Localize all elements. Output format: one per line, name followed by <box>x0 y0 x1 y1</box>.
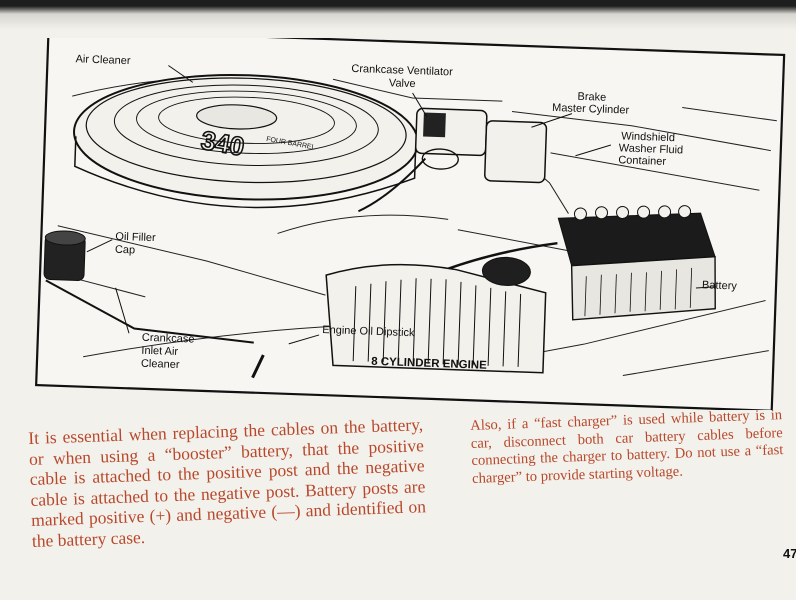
engine-line-drawing: 340 FOUR BARREL <box>35 38 786 410</box>
label-battery: Battery <box>702 279 738 292</box>
label-oil-filler-cap-line2: Cap <box>115 244 136 257</box>
label-engine-oil-dipstick: Engine Oil Dipstick <box>322 324 415 339</box>
page-number: 47 <box>783 546 796 561</box>
label-brake-master-cylinder-line2: Master Cylinder <box>552 102 630 117</box>
label-crankcase-ventilator-valve-line2: Valve <box>389 77 416 90</box>
figure-caption-8-cylinder-engine: 8 CYLINDER ENGINE <box>371 356 487 372</box>
label-washer-fluid-container-line2: Washer Fluid <box>619 142 684 156</box>
engine-compartment-illustration: 340 FOUR BARREL <box>28 38 790 410</box>
page-top-shadow <box>0 0 796 30</box>
callout-labels: Air Cleaner Crankcase Ventilator Valve B… <box>75 53 738 372</box>
engine-block-drawing <box>251 256 547 379</box>
battery-drawing <box>446 205 716 321</box>
label-washer-fluid-container-line3: Container <box>618 154 666 168</box>
label-brake-master-cylinder-line1: Brake <box>577 91 606 104</box>
callout-leader-lines <box>86 65 717 345</box>
fast-charger-instructions-paragraph: Also, if a “fast charger” is used while … <box>470 407 784 487</box>
label-crankcase-inlet-air-cleaner-line2: Inlet Air <box>141 345 178 358</box>
brake-master-cylinder-drawing <box>357 107 548 213</box>
battery-cable-instructions-paragraph: It is essential when replacing the cable… <box>28 414 427 551</box>
air-cleaner-drawing: 340 FOUR BARREL <box>73 74 419 209</box>
label-crankcase-ventilator-valve-line1: Crankcase Ventilator <box>351 63 453 79</box>
label-crankcase-inlet-air-cleaner-line3: Cleaner <box>141 358 180 371</box>
label-crankcase-inlet-air-cleaner-line1: Crankcase <box>142 332 195 346</box>
label-washer-fluid-container-line1: Windshield <box>621 130 675 144</box>
label-air-cleaner: Air Cleaner <box>75 53 131 67</box>
label-oil-filler-cap-line1: Oil Filler <box>115 231 156 244</box>
background-engine-lines <box>57 77 777 377</box>
oil-filler-cap-drawing <box>43 230 254 344</box>
